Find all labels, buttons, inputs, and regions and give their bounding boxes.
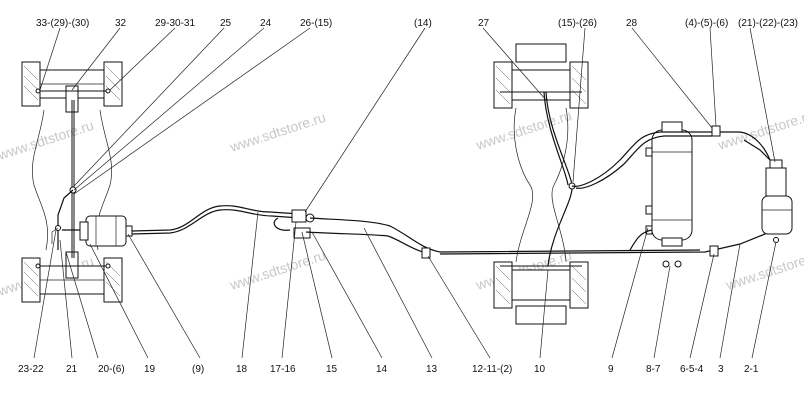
callout-label: 19 <box>144 364 156 375</box>
callout-label: 23-22 <box>18 364 44 375</box>
front-axle <box>21 61 123 303</box>
callout-label: 15 <box>326 364 338 375</box>
callout-label: 20-(6) <box>98 364 125 375</box>
callout-label: (9) <box>192 364 204 375</box>
callout-label: 12-11-(2) <box>472 364 512 375</box>
callout-label: (15)-(26) <box>558 18 597 29</box>
leader-lines <box>33 27 777 359</box>
callout-label: 17-16 <box>270 364 296 375</box>
hose-lines <box>131 205 771 259</box>
callout-label: 29-30-31 <box>155 18 195 29</box>
callout-label: 13 <box>426 364 438 375</box>
callout-label: 26-(15) <box>300 18 332 29</box>
air-dryer <box>743 139 793 243</box>
callout-label: 24 <box>260 18 272 29</box>
callout-label: 32 <box>115 18 127 29</box>
callout-label: (4)-(5)-(6) <box>685 18 728 29</box>
watermark: www.sdtstore.ru <box>227 247 328 293</box>
callout-label: 28 <box>626 18 638 29</box>
callout-label: (14) <box>414 18 432 29</box>
labels-top: 33-(29)-(30) 32 29-30-31 25 24 26-(15) (… <box>36 18 798 29</box>
callout-label: 25 <box>220 18 232 29</box>
callout-label: 33-(29)-(30) <box>36 18 89 29</box>
watermark: www.sdtstore.ru <box>227 109 328 155</box>
callout-label: 6-5-4 <box>680 364 704 375</box>
callout-label: 18 <box>236 364 248 375</box>
labels-bottom: 23-22 21 20-(6) 19 (9) 18 17-16 15 14 13… <box>18 364 759 375</box>
callout-label: (21)-(22)-(23) <box>738 18 798 29</box>
callout-label: 9 <box>608 364 614 375</box>
callout-label: 27 <box>478 18 490 29</box>
callout-label: 8-7 <box>646 364 661 375</box>
callout-label: 3 <box>718 364 724 375</box>
callout-label: 14 <box>376 364 388 375</box>
air-tank <box>571 121 771 268</box>
watermark: www.sdtstore.ru <box>715 107 804 153</box>
callout-label: 21 <box>66 364 78 375</box>
watermark: www.sdtstore.ru <box>0 117 96 163</box>
callout-label: 2-1 <box>744 364 759 375</box>
callout-label: 10 <box>534 364 546 375</box>
rear-axle <box>493 43 589 325</box>
